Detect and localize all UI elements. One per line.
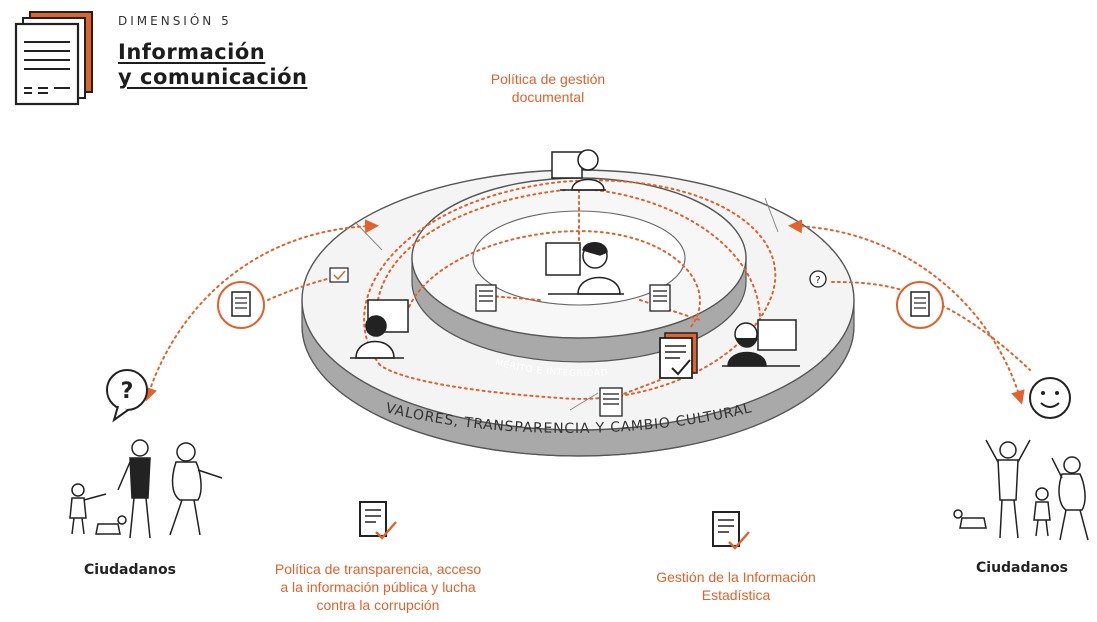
document-icon-inner-right — [649, 284, 671, 312]
policy-transparencia: Política de transparencia, acceso a la i… — [238, 560, 518, 614]
question-bubble-icon: ? — [106, 369, 148, 423]
svg-text:?: ? — [121, 379, 134, 404]
dimension-label: DIMENSIÓN 5 — [118, 14, 232, 28]
documents-stack-icon — [14, 11, 93, 106]
citizens-family-right-illustration — [953, 439, 1089, 541]
question-small-icon: ? — [809, 270, 827, 288]
policy-bl-line-2: a la información pública y lucha — [280, 579, 476, 595]
citizens-label-right: Ciudadanos — [976, 560, 1068, 576]
policy-br-line-1: Gestión de la Información — [656, 569, 816, 585]
dimension-title: Información y comunicación — [118, 40, 308, 90]
checklist-icon-bottom-right — [712, 511, 750, 550]
worker-top-icon — [551, 149, 606, 191]
document-icon-inner-left — [475, 284, 497, 312]
title-line-2: y comunicación — [118, 65, 308, 89]
policy-top-line-1: Política de gestión — [490, 71, 606, 87]
worker-left-icon — [350, 299, 409, 359]
document-circle-icon-left — [217, 281, 265, 329]
policy-bl-line-1: Política de transparencia, acceso — [274, 561, 482, 577]
title-line-1: Información — [118, 40, 266, 64]
policy-informacion-estadistica: Gestión de la Información Estadística — [626, 568, 846, 604]
citizens-family-left-illustration — [69, 439, 223, 539]
smiley-bubble-icon — [1029, 377, 1071, 419]
document-icon-bottom — [599, 387, 623, 417]
policy-top-line-2: documental — [511, 89, 585, 105]
worker-right-icon — [722, 319, 800, 367]
checklist-icon-bottom-left — [359, 501, 397, 540]
citizens-label-left: Ciudadanos — [84, 562, 176, 578]
svg-text:?: ? — [815, 275, 820, 286]
policy-br-line-2: Estadística — [701, 587, 771, 603]
document-circle-icon-right — [896, 281, 944, 329]
worker-center-icon — [545, 242, 624, 295]
policy-bl-line-3: contra la corrupción — [316, 597, 440, 613]
policy-gestion-documental: Política de gestión documental — [448, 70, 648, 106]
checkmark-screen-icon — [329, 267, 349, 283]
checklist-document-icon — [659, 332, 698, 379]
